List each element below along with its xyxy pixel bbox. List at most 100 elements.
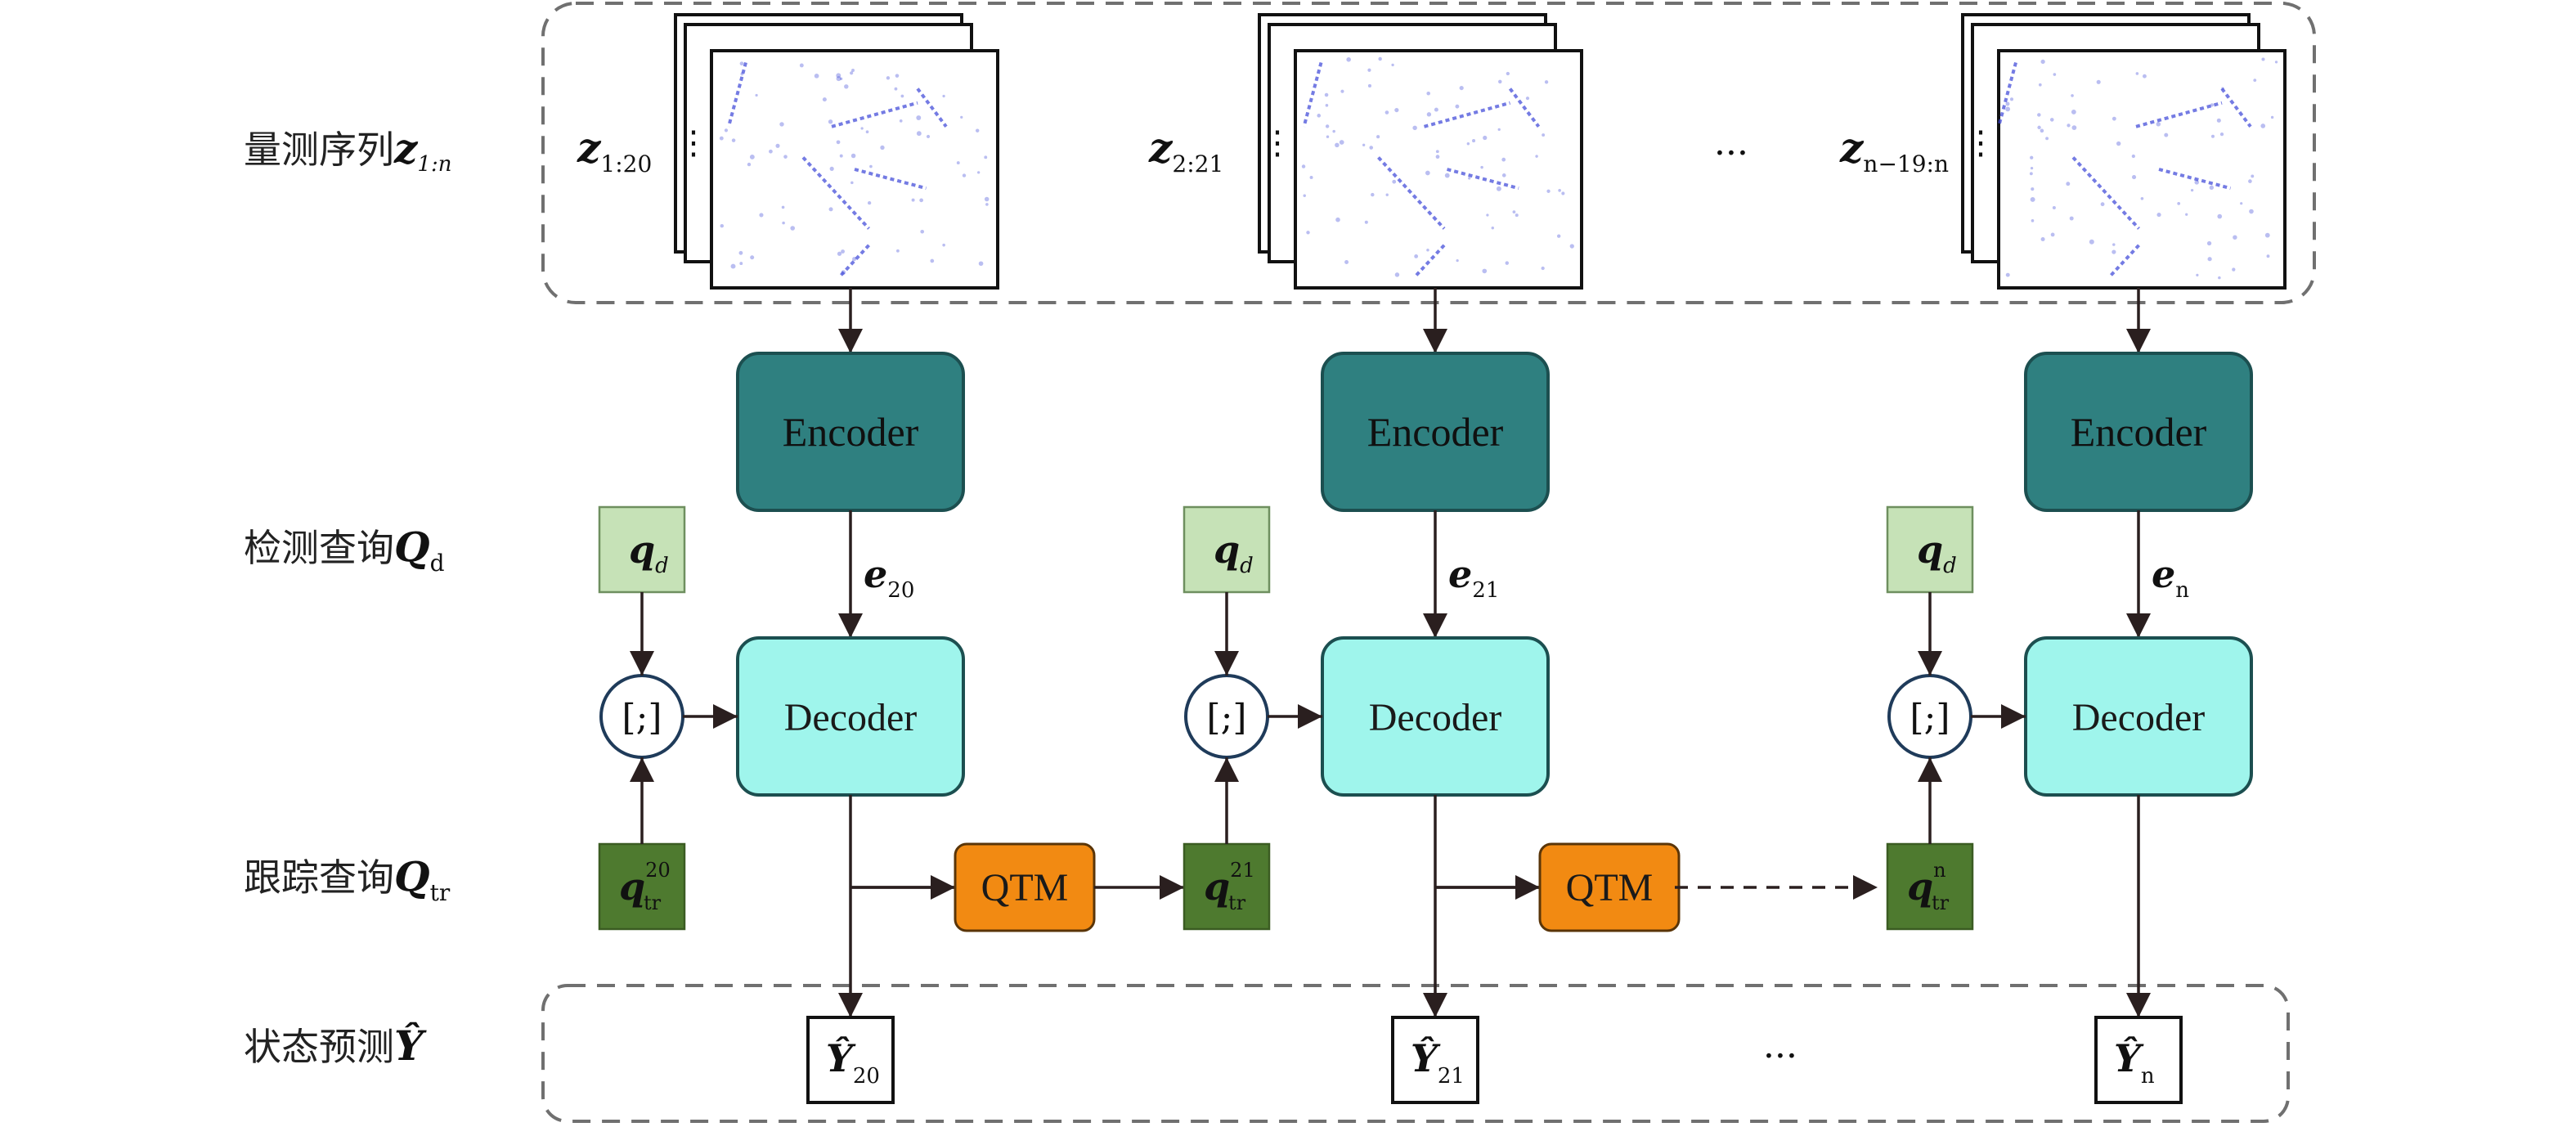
- svg-text:状态预测Ŷ: 状态预测Ŷ: [244, 1021, 427, 1070]
- scatter-point: [919, 198, 924, 203]
- scatter-point: [1426, 91, 1430, 96]
- scatter-point: [1466, 142, 1470, 146]
- scatter-point: [814, 73, 819, 79]
- detection-query-box: [598, 505, 686, 594]
- scatter-point: [1378, 56, 1382, 61]
- target-track: [2158, 168, 2232, 191]
- scatter-point: [985, 203, 989, 206]
- scatter-point: [894, 87, 898, 91]
- scatter-point: [2156, 122, 2161, 127]
- target-track: [916, 88, 948, 128]
- scatter-point: [2185, 213, 2188, 216]
- measurement-ellipsis: ···: [1714, 132, 1748, 174]
- scatter-point: [2052, 205, 2056, 210]
- scatter-point: [1435, 155, 1440, 159]
- state-output-label: Ŷn: [2114, 1035, 2155, 1089]
- target-track: [1446, 168, 1519, 191]
- scatter-point: [2050, 232, 2055, 237]
- scatter-point: [1459, 86, 1464, 91]
- scatter-point: [724, 128, 729, 132]
- embedding-label: e21: [1448, 552, 1499, 603]
- scatter-point: [2210, 103, 2214, 107]
- scatter-point: [783, 155, 788, 159]
- scatter-point: [1394, 107, 1399, 113]
- scatter-point: [844, 84, 849, 89]
- scatter-point: [911, 198, 915, 202]
- decoder-label: Decoder: [1369, 696, 1502, 739]
- scatter-point: [2131, 154, 2135, 159]
- stack-ellipsis: ⋮: [1261, 124, 1294, 162]
- scatter-point: [2031, 219, 2035, 222]
- scatter-point: [2040, 59, 2045, 65]
- scatter-point: [1444, 173, 1450, 178]
- scatter-point: [1335, 217, 1340, 222]
- scatter-point: [1325, 104, 1329, 107]
- scatter-point: [1367, 68, 1371, 72]
- concat-label: [;]: [1910, 697, 1950, 739]
- scatter-point: [1324, 92, 1329, 97]
- scatter-point: [1569, 244, 1574, 249]
- scatter-point: [942, 94, 945, 98]
- qtm-label: QTM: [1566, 866, 1654, 909]
- scatter-point: [1426, 112, 1432, 117]
- scatter-point: [2248, 179, 2252, 183]
- scatter-point: [2005, 106, 2011, 112]
- scatter-point: [1497, 128, 1501, 132]
- scatter-point: [739, 61, 744, 66]
- scatter-point: [731, 138, 736, 142]
- scatter-point: [2264, 232, 2270, 238]
- scatter-point: [1455, 104, 1460, 109]
- measurement-image-stack: ⋮: [1258, 13, 1583, 290]
- scatter-point: [839, 77, 843, 81]
- scatter-point: [719, 136, 724, 141]
- scatter-point: [1544, 80, 1549, 84]
- measurement-frame-front: [1997, 49, 2287, 290]
- scatter-point: [2038, 83, 2042, 87]
- scatter-point: [2209, 185, 2215, 191]
- scatter-point: [1515, 213, 1519, 218]
- scatter-point: [2196, 273, 2199, 276]
- target-track: [1997, 61, 2017, 128]
- track-query-box: [1183, 842, 1271, 931]
- scatter-point: [1394, 272, 1400, 277]
- scatter-point: [895, 74, 900, 78]
- scatter-point: [2190, 188, 2194, 192]
- scatter-point: [899, 119, 903, 123]
- scatter-point: [1556, 234, 1561, 238]
- measurement-scatter: [1301, 56, 1574, 277]
- state-output-box: [2094, 1016, 2183, 1104]
- target-track: [1508, 88, 1541, 128]
- concat-label: [;]: [622, 697, 662, 739]
- state-group-box: [541, 984, 2290, 1123]
- scatter-point: [1317, 114, 1322, 118]
- scatter-point: [1501, 173, 1506, 177]
- scatter-point: [2240, 202, 2243, 205]
- row-label-tracking: 跟踪查询Qtr: [244, 852, 451, 906]
- scatter-point: [2177, 201, 2181, 205]
- scatter-point: [1309, 175, 1313, 179]
- scatter-point: [775, 143, 780, 148]
- target-track: [1302, 61, 1323, 128]
- scatter-point: [2040, 128, 2044, 133]
- scatter-point: [1525, 97, 1530, 101]
- scatter-point: [850, 153, 856, 159]
- scatter-point: [841, 249, 845, 254]
- scatter-point: [960, 115, 963, 119]
- scatter-point: [1367, 83, 1372, 88]
- scatter-point: [2116, 141, 2121, 146]
- target-track: [1423, 101, 1511, 128]
- scatter-point: [926, 134, 931, 139]
- scatter-point: [920, 229, 925, 234]
- scatter-point: [2069, 216, 2074, 221]
- encoder-label: Encoder: [783, 409, 919, 455]
- scatter-point: [2066, 182, 2071, 186]
- scatter-point: [1364, 220, 1368, 224]
- scatter-point: [2274, 61, 2278, 64]
- scatter-point: [836, 140, 841, 145]
- scatter-point: [1425, 170, 1430, 176]
- detection-query-label: qd: [1917, 528, 1957, 578]
- target-track: [801, 156, 870, 230]
- scatter-point: [2270, 115, 2274, 119]
- scatter-point: [799, 63, 804, 68]
